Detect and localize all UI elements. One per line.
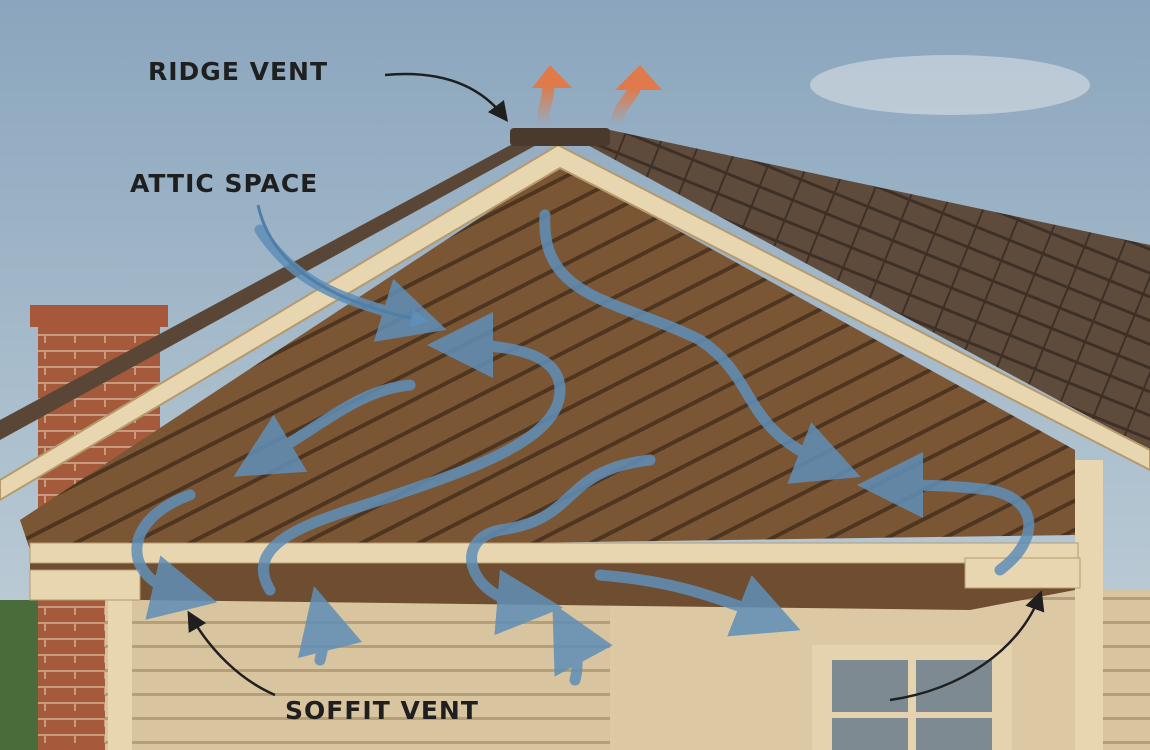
attic-space-label: ATTIC SPACE — [130, 169, 318, 198]
callout-lines — [187, 72, 1045, 702]
ridge-vent-label: RIDGE VENT — [148, 57, 328, 86]
tree — [0, 600, 40, 750]
beam — [29, 542, 1079, 564]
fascia-trim — [0, 143, 1150, 502]
cloud — [810, 55, 1090, 115]
soffit-vent-label: SOFFIT VENT — [285, 696, 479, 725]
corner-post — [1075, 460, 1103, 750]
porch-post — [108, 598, 132, 750]
ridge-vent — [510, 128, 610, 146]
hot-air-arrows — [532, 65, 662, 127]
soffit-vent-right — [964, 557, 1081, 589]
roof-shingles — [560, 130, 1150, 450]
soffit-vent-left — [29, 569, 141, 601]
roof-shingles-left — [0, 132, 560, 440]
window — [812, 645, 1012, 750]
